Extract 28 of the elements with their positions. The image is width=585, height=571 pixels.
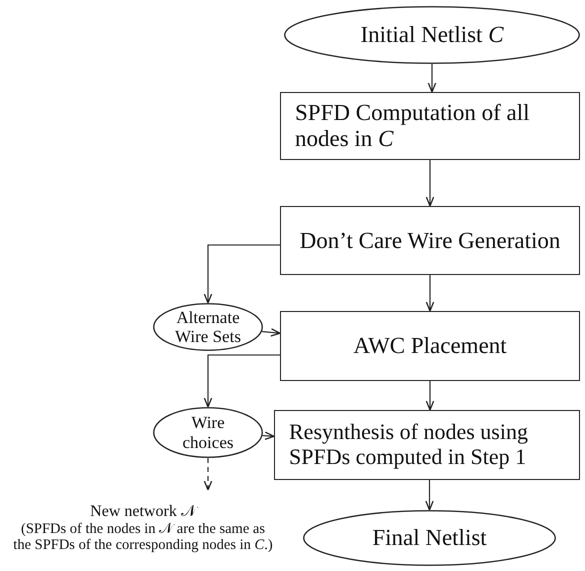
arrow (204, 244, 280, 304)
node-label: Wire choices (182, 413, 234, 452)
node-label: Alternate Wire Sets (174, 308, 242, 346)
end-ellipse (303, 510, 556, 566)
arrow (204, 354, 280, 408)
arrow (262, 328, 281, 337)
note-heading: New network 𝒩 (90, 502, 196, 521)
process-box (274, 410, 580, 480)
dashed-arrow (204, 458, 212, 491)
node-label: Final Netlist (372, 525, 487, 551)
arrow (425, 480, 434, 511)
data-ellipse (153, 407, 263, 458)
data-ellipse (153, 303, 263, 351)
node-label: Don’t Care Wire Generation (300, 228, 560, 254)
arrow (428, 64, 436, 93)
node-label: Initial Netlist C (360, 22, 504, 48)
process-box (280, 311, 580, 381)
arrow (426, 275, 434, 312)
process-box (280, 206, 580, 275)
node-label: SPFD Computation of all nodes in C (295, 100, 530, 152)
start-ellipse (284, 6, 580, 64)
arrow (426, 381, 434, 411)
arrow (426, 160, 434, 207)
node-label: Resynthesis of nodes using SPFDs computed in Step 1 (289, 420, 529, 470)
note-text: (SPFDs of the nodes in 𝒩 are the same as the SPFDs of the corresponding nodes in C.) (12, 520, 274, 554)
node-label: AWC Placement (353, 333, 507, 359)
process-box (280, 92, 580, 160)
arrow (262, 432, 275, 440)
